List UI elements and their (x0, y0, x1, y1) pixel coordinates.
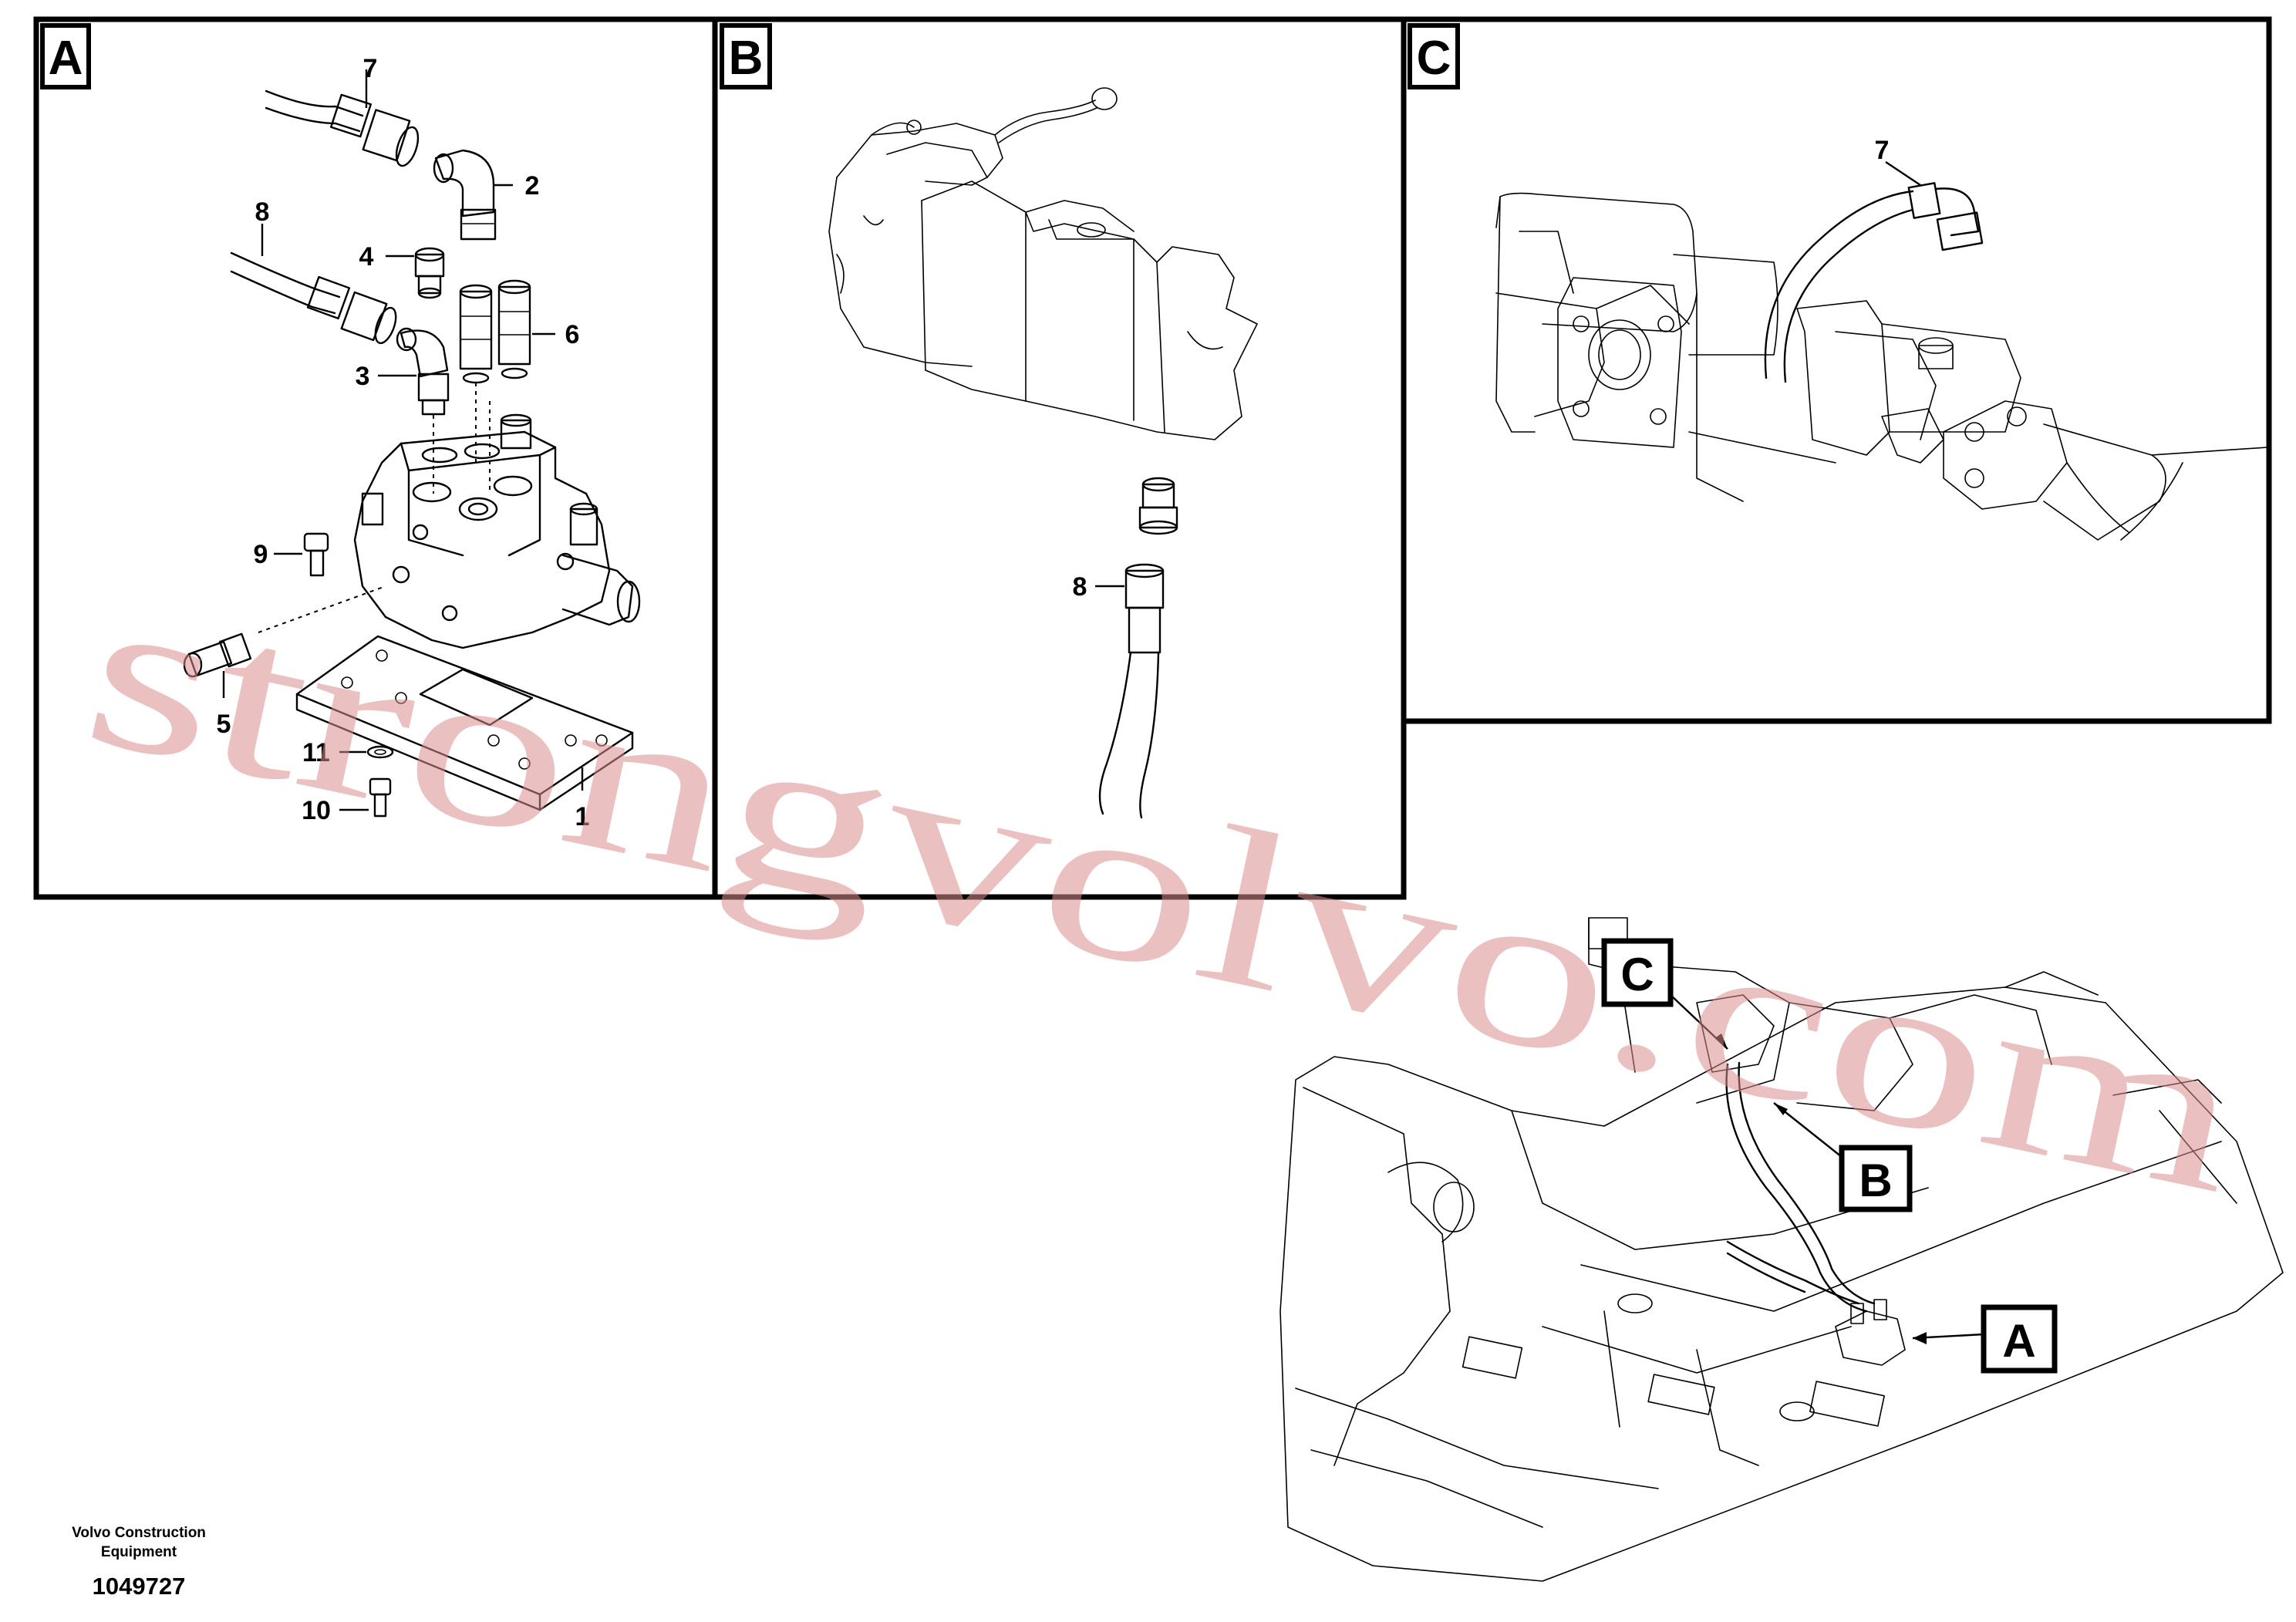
hose-7-drawing (265, 89, 420, 167)
hose-8-drawing (230, 251, 397, 345)
overview-pointers: C B A (1601, 938, 2058, 1374)
panel-c: C (1401, 16, 2272, 724)
callout-6: 6 (565, 320, 580, 349)
callout-9: 9 (254, 540, 268, 569)
fitting-5-drawing (183, 632, 252, 678)
callout-2: 2 (525, 171, 540, 201)
bolt-9-drawing (303, 532, 329, 577)
adapter-8-drawing (1138, 477, 1178, 535)
bolt-10-drawing (369, 777, 392, 818)
callout-b-8: 8 (1073, 572, 1087, 602)
panel-a-label: A (49, 32, 83, 85)
plate-1-drawing (295, 635, 634, 811)
hose-8-panel-b-drawing (1098, 563, 1165, 819)
elbow-3-drawing (396, 327, 450, 416)
washer-11-drawing (366, 745, 394, 759)
overview-drawing (1279, 917, 2284, 1582)
pointer-b: B (1859, 1155, 1892, 1206)
pump-assembly-drawing (828, 87, 1258, 440)
panel-c-label: C (1417, 32, 1451, 85)
callout-4: 4 (359, 242, 374, 271)
check-valves-6-drawing (459, 279, 531, 384)
pipe-assembly-drawing (1495, 192, 2268, 541)
elbow-2-drawing (433, 149, 497, 241)
valve-block-drawing (353, 413, 641, 649)
company-name: Volvo Construction Equipment (72, 1525, 206, 1560)
callout-11: 11 (302, 738, 330, 767)
callout-7: 7 (363, 54, 378, 83)
callout-8: 8 (255, 197, 270, 227)
callout-10: 10 (302, 796, 331, 825)
pointer-a: A (2002, 1315, 2035, 1367)
hose-7-panel-c-drawing (1764, 182, 1984, 383)
callout-5: 5 (217, 710, 231, 739)
callout-3: 3 (356, 362, 370, 391)
callout-c-7: 7 (1875, 136, 1890, 165)
adapter-4-drawing (414, 247, 445, 299)
document-number: 1049727 (92, 1573, 186, 1600)
panel-b-label: B (729, 32, 764, 85)
callout-1: 1 (575, 802, 590, 831)
pointer-c: C (1620, 949, 1654, 1000)
panel-a: A (33, 16, 718, 900)
watermark: strongvolvo.com (68, 542, 2262, 1240)
footer: Volvo Construction Equipment 1049727 (46, 1523, 231, 1600)
